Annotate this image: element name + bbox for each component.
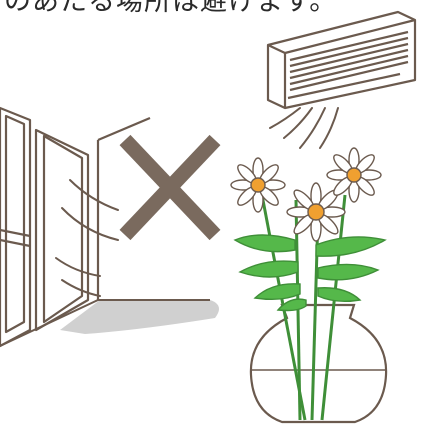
cross-mark-icon [119,134,221,241]
floor-shadow [60,300,219,334]
flower-vase-icon [230,147,388,424]
light-streaks [55,179,119,297]
window-icon [0,106,151,348]
air-conditioner-icon [266,10,417,110]
floor-line [0,299,210,347]
caption-text: のあたる場所は避けます。 [4,0,338,17]
airflow-lines [269,107,339,149]
